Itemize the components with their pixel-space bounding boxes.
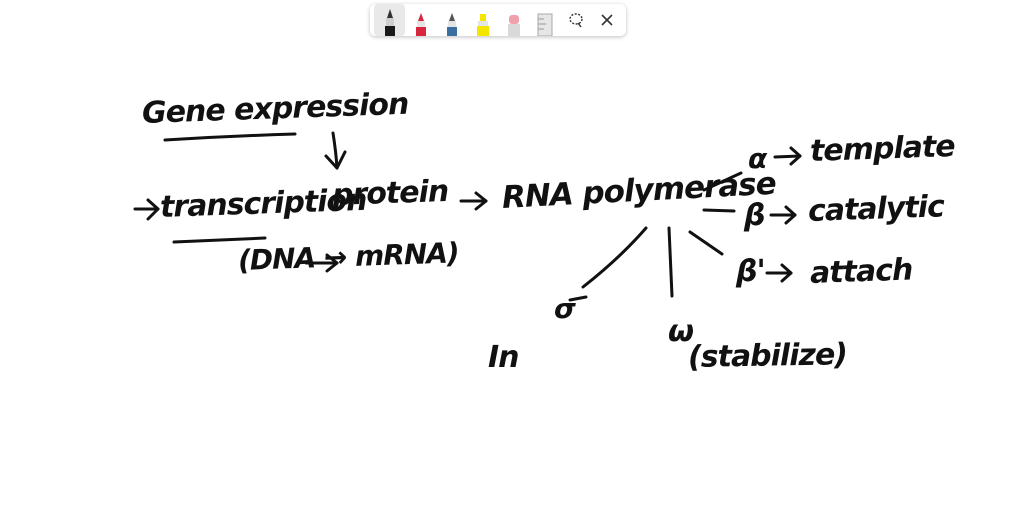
transcription-underline	[172, 236, 267, 244]
omega-role-text: (stabilize)	[687, 337, 848, 375]
rnap-arrow-head	[474, 191, 488, 211]
beta-arrow-head	[784, 205, 797, 225]
branch-alpha	[702, 171, 743, 192]
blue-pen-tool[interactable]	[436, 4, 467, 36]
yellow-highlighter-tool[interactable]	[467, 4, 498, 36]
dna-mrna-arrow-head	[325, 253, 339, 273]
beta-prime-symbol: β'	[736, 254, 766, 289]
red-pen-tool[interactable]	[405, 4, 436, 36]
alpha-arrow-head	[789, 146, 802, 166]
alpha-symbol: α	[748, 142, 767, 175]
lasso-button[interactable]	[560, 4, 591, 36]
ruler-icon	[537, 13, 552, 36]
ruler-tool[interactable]	[529, 4, 560, 36]
close-icon	[600, 14, 613, 26]
alpha-arrow-shaft	[773, 154, 802, 159]
beta-role-text: catalytic	[807, 189, 945, 229]
omega-symbol: ω	[668, 314, 694, 349]
branch-beta-prime	[688, 230, 724, 256]
alpha-role-text: template	[809, 128, 956, 169]
eraser-tool[interactable]	[498, 4, 529, 36]
black-pen-tool[interactable]	[374, 4, 405, 36]
lasso-icon	[568, 13, 583, 28]
highlighter-icon	[476, 14, 489, 36]
branch-omega	[667, 226, 674, 298]
blue-pen-icon	[446, 13, 457, 36]
branch-sigma	[581, 226, 648, 289]
sigma-symbol: σ	[554, 292, 576, 325]
beta-symbol: β	[744, 198, 766, 233]
beta-prime-arrow-head	[780, 263, 793, 283]
close-button[interactable]	[591, 4, 622, 36]
protein-text: protein	[331, 173, 449, 213]
beta-prime-role-text: attach	[809, 252, 913, 291]
pen-toolbar	[370, 4, 626, 36]
sigma-role-text: In	[488, 340, 520, 375]
gene-expression-underline	[163, 132, 297, 142]
down-arrow-head	[324, 150, 347, 170]
black-pen-icon	[384, 9, 395, 36]
branch-beta	[702, 208, 736, 213]
transcription-arrow-head	[146, 198, 160, 221]
sigma-top-stroke	[568, 295, 588, 302]
eraser-icon	[507, 15, 520, 36]
red-pen-icon	[415, 13, 426, 36]
